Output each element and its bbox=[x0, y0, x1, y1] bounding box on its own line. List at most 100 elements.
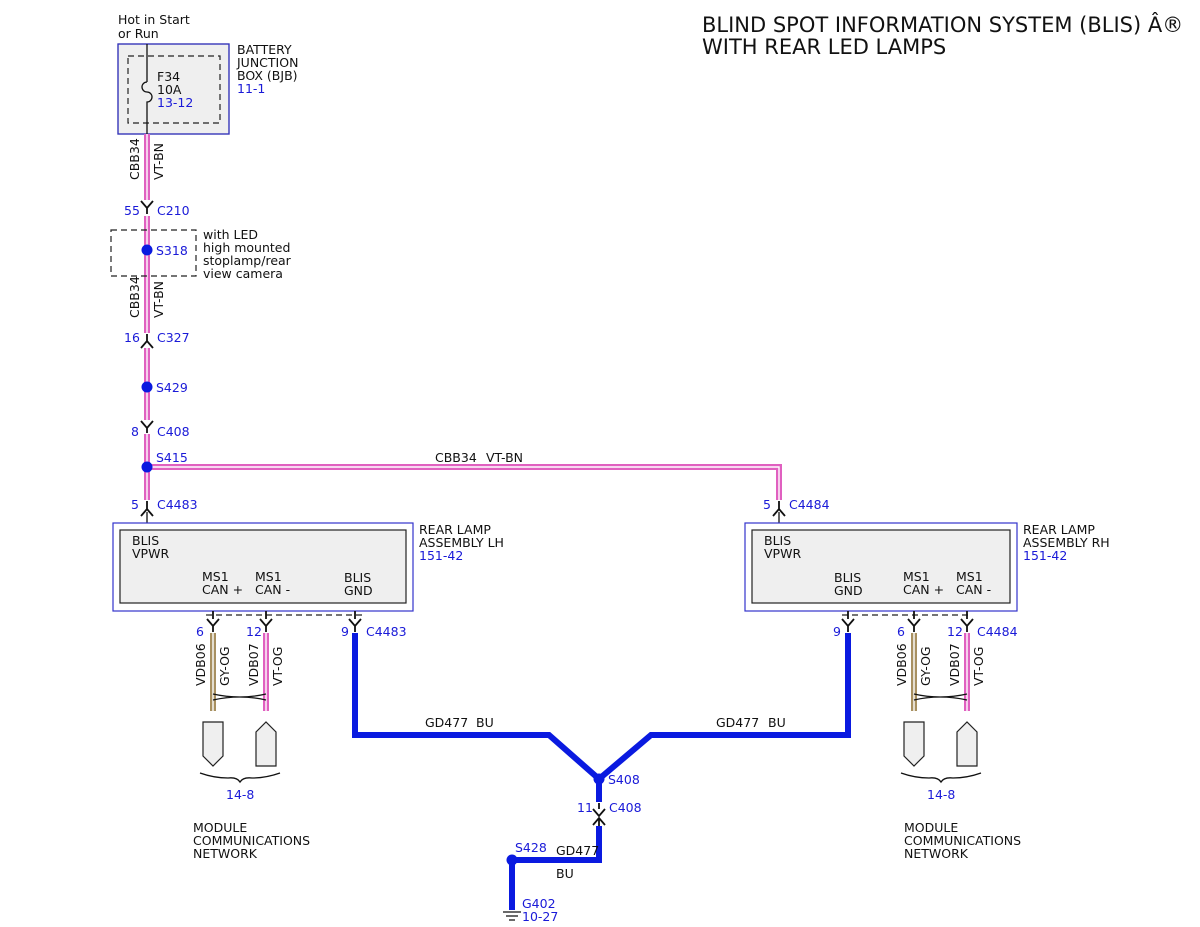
c408-bottom-pin: 11 bbox=[577, 800, 593, 815]
fuse-icon bbox=[141, 44, 153, 134]
connector-c408-top-icon bbox=[140, 420, 154, 433]
c408-top-pin: 8 bbox=[131, 424, 139, 439]
lh-network-brace bbox=[199, 772, 281, 784]
lh-name-line1: REAR LAMP bbox=[419, 522, 491, 537]
rh-c4484-name[interactable]: C4484 bbox=[977, 624, 1018, 639]
lh-canp-line1: MS1 bbox=[202, 569, 229, 584]
c408-bottom-name[interactable]: C408 bbox=[609, 800, 642, 815]
wire-cbb34-crossover bbox=[147, 464, 782, 523]
fuse-reference[interactable]: 13-12 bbox=[157, 95, 193, 110]
rh-name-line2: ASSEMBLY RH bbox=[1023, 535, 1110, 550]
rh-vpwr-line1: BLIS bbox=[764, 533, 791, 548]
s318-note-line4: view camera bbox=[203, 266, 283, 281]
wire-label-vtbn-upper: VT-BN bbox=[151, 143, 166, 180]
lh-wire-gyog: GY-OG bbox=[217, 646, 232, 686]
rh-reference[interactable]: 151-42 bbox=[1023, 548, 1067, 563]
rh-pin-gnd: 9 bbox=[833, 624, 841, 639]
splice-s415-dot bbox=[141, 461, 153, 473]
rh-wire-vdb07: VDB07 bbox=[947, 643, 962, 686]
bjb-name-line2: JUNCTION bbox=[236, 55, 298, 70]
rh-wire-gyog: GY-OG bbox=[918, 646, 933, 686]
bjb-box bbox=[117, 43, 230, 135]
wire-label-vtbn-horizontal: VT-BN bbox=[486, 450, 523, 465]
wire-label-cbb34-lower: CBB34 bbox=[127, 276, 142, 318]
connector-c210-icon bbox=[140, 200, 154, 214]
rh-bottom-connector-pins bbox=[841, 611, 974, 632]
c327-name[interactable]: C327 bbox=[157, 330, 190, 345]
lh-pin-gnd: 9 bbox=[341, 624, 349, 639]
rh-offpage-arrow-in-icon bbox=[956, 721, 978, 767]
wire-label-bu-right: BU bbox=[768, 715, 786, 730]
wire-label-vtbn-lower: VT-BN bbox=[151, 281, 166, 318]
rh-network-reference[interactable]: 14-8 bbox=[927, 787, 955, 802]
bjb-name-line3: BOX (BJB) bbox=[237, 68, 298, 83]
splice-s408-label[interactable]: S408 bbox=[608, 772, 640, 787]
diagram-title-line1: BLIND SPOT INFORMATION SYSTEM (BLIS) Â® bbox=[702, 12, 1183, 37]
lh-vpwr-line1: BLIS bbox=[132, 533, 159, 548]
bjb-name-line1: BATTERY bbox=[237, 42, 292, 57]
connector-c4484-top-icon bbox=[772, 501, 786, 517]
lh-offpage-arrow-out-icon bbox=[202, 721, 224, 767]
rear-lamp-assembly-lh: BLIS VPWR MS1 CAN + MS1 CAN - BLIS GND bbox=[112, 522, 414, 612]
splice-s318-dot bbox=[141, 244, 153, 256]
lh-can-twisted-pair bbox=[210, 633, 269, 711]
lh-gnd-line1: BLIS bbox=[344, 570, 371, 585]
c4484-top-pin: 5 bbox=[763, 497, 771, 512]
lh-reference[interactable]: 151-42 bbox=[419, 548, 463, 563]
wire-label-cbb34-upper: CBB34 bbox=[127, 138, 142, 180]
rh-offpage-arrow-out-icon bbox=[903, 721, 925, 767]
splice-s429-dot bbox=[141, 381, 153, 393]
c408-top-name[interactable]: C408 bbox=[157, 424, 190, 439]
bjb-reference[interactable]: 11-1 bbox=[237, 81, 265, 96]
power-source-line1: Hot in Start bbox=[118, 12, 190, 27]
splice-s428-label[interactable]: S428 bbox=[515, 840, 547, 855]
bjb-inner-dashed bbox=[127, 55, 221, 124]
splice-s408-dot bbox=[593, 773, 605, 785]
wire-label-gd477-bottom: GD477 bbox=[556, 843, 599, 858]
fuse-id: F34 bbox=[157, 69, 180, 84]
lh-canm-line2: CAN - bbox=[255, 582, 290, 597]
rh-gnd-line2: GND bbox=[834, 583, 863, 598]
s318-option-box bbox=[110, 229, 197, 277]
lh-bottom-connector-pins bbox=[206, 611, 362, 632]
lh-vpwr-line2: VPWR bbox=[132, 546, 169, 561]
lh-gnd-line2: GND bbox=[344, 583, 373, 598]
splice-s415-label[interactable]: S415 bbox=[156, 450, 188, 465]
splice-s429-label[interactable]: S429 bbox=[156, 380, 188, 395]
wire-label-bu-bottom: BU bbox=[556, 866, 574, 881]
lh-pin-canp: 6 bbox=[196, 624, 204, 639]
ground-g402-reference[interactable]: 10-27 bbox=[522, 909, 558, 924]
splice-s318-label[interactable]: S318 bbox=[156, 243, 188, 258]
rh-vpwr-line2: VPWR bbox=[764, 546, 801, 561]
lh-name-line2: ASSEMBLY LH bbox=[419, 535, 504, 550]
c4484-top-name[interactable]: C4484 bbox=[789, 497, 830, 512]
lh-wire-vdb07: VDB07 bbox=[246, 643, 261, 686]
wire-label-cbb34-horizontal: CBB34 bbox=[435, 450, 477, 465]
rh-canm-line2: CAN - bbox=[956, 582, 991, 597]
ground-g402-name[interactable]: G402 bbox=[522, 896, 556, 911]
fuse-rating: 10A bbox=[157, 82, 182, 97]
c210-name[interactable]: C210 bbox=[157, 203, 190, 218]
s318-note-line2: high mounted bbox=[203, 240, 290, 255]
rh-canm-line1: MS1 bbox=[956, 569, 983, 584]
rh-network-line3: NETWORK bbox=[904, 846, 969, 861]
wire-label-bu-left: BU bbox=[476, 715, 494, 730]
c4483-top-name[interactable]: C4483 bbox=[157, 497, 198, 512]
power-source-line2: or Run bbox=[118, 26, 159, 41]
rh-wire-vdb06: VDB06 bbox=[894, 643, 909, 686]
lh-wire-vtog: VT-OG bbox=[270, 647, 285, 686]
rh-pin-canp: 6 bbox=[897, 624, 905, 639]
connector-c4483-top-icon bbox=[140, 501, 154, 517]
connector-c408-bottom-icon bbox=[592, 803, 606, 826]
rear-lamp-assembly-rh: BLIS VPWR BLIS GND MS1 CAN + MS1 CAN - bbox=[744, 522, 1018, 612]
wire-label-gd477-right: GD477 bbox=[716, 715, 759, 730]
connector-c327-icon bbox=[140, 334, 154, 349]
s318-note-line1: with LED bbox=[203, 227, 258, 242]
lh-network-reference[interactable]: 14-8 bbox=[226, 787, 254, 802]
lh-c4483-name[interactable]: C4483 bbox=[366, 624, 407, 639]
c4483-top-pin: 5 bbox=[131, 497, 139, 512]
lh-canm-line1: MS1 bbox=[255, 569, 282, 584]
rh-name-line1: REAR LAMP bbox=[1023, 522, 1095, 537]
rh-network-line1: MODULE bbox=[904, 820, 958, 835]
lh-network-line2: COMMUNICATIONS bbox=[193, 833, 310, 848]
